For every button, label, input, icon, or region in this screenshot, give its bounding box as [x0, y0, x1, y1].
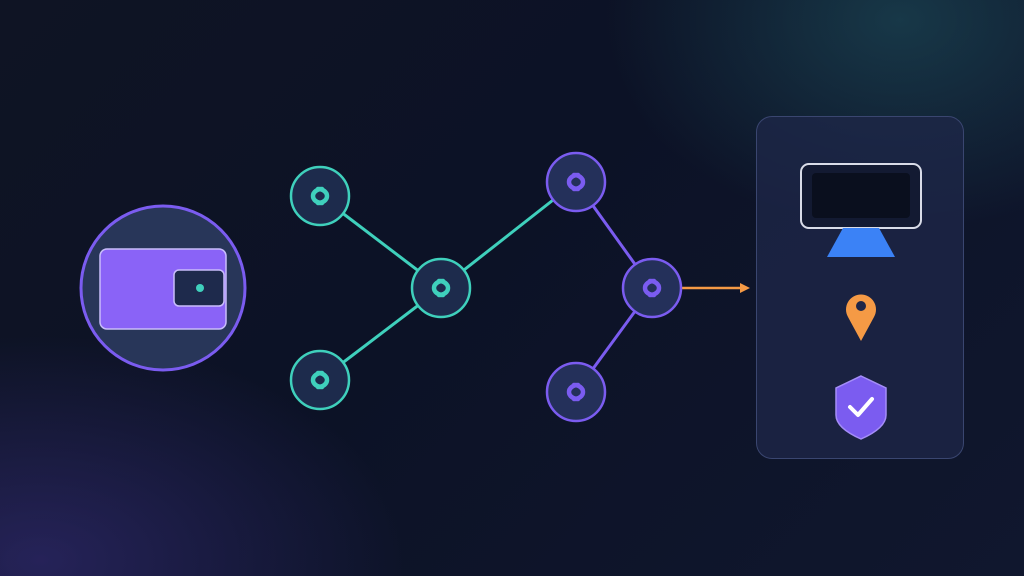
- node-n3: [410, 257, 472, 319]
- output-arrow: [681, 283, 750, 293]
- monitor-icon: [800, 163, 922, 257]
- node-n5: [545, 361, 607, 423]
- node-n2: [289, 349, 351, 411]
- wallet-icon: [99, 248, 227, 330]
- node-n6: [621, 257, 683, 319]
- wallet-node: [79, 204, 247, 372]
- destination-panel: [756, 116, 964, 459]
- link-icon: [310, 370, 330, 390]
- link-icon: [431, 278, 451, 298]
- node-n4: [545, 151, 607, 213]
- panel-icons: [800, 163, 922, 440]
- arrow-head: [740, 283, 750, 293]
- edges: [319, 180, 654, 393]
- location-pin-icon: [846, 294, 876, 341]
- shield-check-icon: [835, 375, 887, 440]
- link-icon: [642, 278, 662, 298]
- link-icon: [566, 382, 586, 402]
- node-n1: [289, 165, 351, 227]
- link-icon: [566, 172, 586, 192]
- link-icon: [310, 186, 330, 206]
